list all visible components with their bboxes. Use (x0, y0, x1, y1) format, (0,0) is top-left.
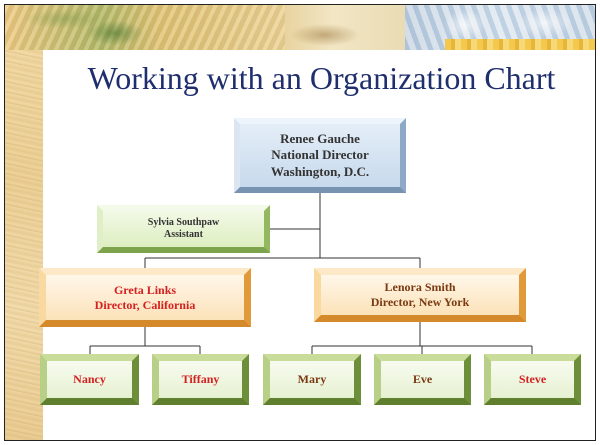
staff-name: Nancy (73, 372, 106, 386)
slide-frame (4, 4, 596, 441)
director-new-york-title: Director, New York (370, 295, 470, 309)
org-box-director-california: Greta Links Director, California (39, 268, 251, 327)
org-box-national-director: Renee Gauche National Director Washingto… (234, 118, 406, 193)
director-california-name: Greta Links (113, 282, 177, 297)
national-director-location: Washington, D.C. (270, 163, 370, 179)
org-box-staff-steve: Steve (484, 354, 581, 405)
national-director-title: National Director (271, 147, 369, 163)
assistant-title: Assistant (164, 229, 203, 240)
banner-yellow-segment (445, 39, 595, 50)
left-decorative-strip (5, 5, 43, 440)
staff-name: Steve (518, 372, 547, 386)
director-new-york-name: Lenora Smith (384, 280, 456, 294)
org-box-staff-tiffany: Tiffany (152, 354, 249, 405)
staff-name: Eve (412, 372, 433, 386)
org-box-staff-mary: Mary (263, 354, 361, 405)
slide-title: Working with an Organization Chart (87, 60, 556, 96)
org-box-assistant: Sylvia Southpaw Assistant (97, 205, 270, 253)
banner-green-segment (5, 5, 285, 50)
banner-beige-segment (285, 5, 405, 50)
staff-name: Mary (297, 372, 327, 386)
national-director-name: Renee Gauche (280, 131, 360, 147)
top-decorative-banner (5, 5, 595, 50)
staff-name: Tiffany (181, 372, 220, 386)
org-box-director-new-york: Lenora Smith Director, New York (314, 268, 526, 322)
org-box-staff-nancy: Nancy (40, 354, 139, 405)
director-california-title: Director, California (94, 297, 196, 312)
org-box-staff-eve: Eve (374, 354, 471, 405)
assistant-name: Sylvia Southpaw (147, 216, 220, 228)
